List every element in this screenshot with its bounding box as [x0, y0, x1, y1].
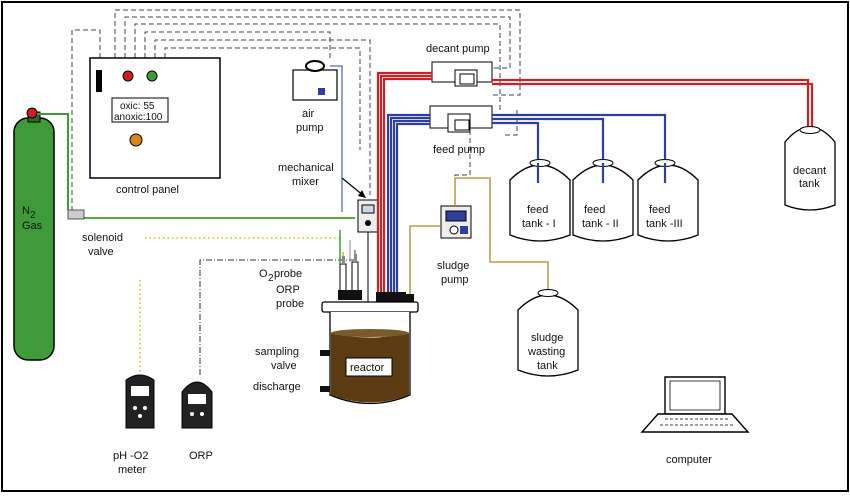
- feed-tank-1-label-2: tank - I: [522, 218, 556, 230]
- orp-probe-label-1: ORP: [276, 284, 300, 296]
- n2-gas-cylinder: N 2 Gas: [13, 107, 55, 361]
- computer-laptop: [640, 376, 750, 433]
- reactor: [320, 301, 419, 405]
- lid-connectors: [376, 292, 414, 302]
- sludge-pump-label-2: pump: [441, 274, 469, 286]
- control-panel: oxic: 55 anoxic:100: [89, 57, 221, 179]
- gas-line: [37, 113, 69, 210]
- sludge-tank-label-3: tank: [537, 360, 558, 372]
- ph-meter-label-2: meter: [118, 464, 146, 476]
- feed-pump: [429, 105, 493, 133]
- solenoid-label-2: valve: [88, 246, 114, 258]
- anoxic-readout: anoxic:100: [114, 112, 163, 123]
- gas-label-sub: 2: [30, 210, 36, 221]
- probes: [338, 230, 362, 300]
- ph-meter-label-1: pH -O2: [113, 450, 148, 462]
- gas-label-n: N: [22, 205, 30, 217]
- sludge-tank-label-2: wasting: [527, 346, 565, 358]
- feed-pump-label: feed pump: [433, 144, 485, 156]
- decant-tank-label-1: decant: [793, 165, 826, 177]
- feed-tank-1: [509, 159, 571, 242]
- ph-o2-meter: [125, 374, 155, 429]
- air-pump: [292, 60, 338, 101]
- sludge-pump-label-1: sludge: [437, 260, 469, 272]
- feed-tank-2: [572, 159, 634, 242]
- sludge-wasting-tank: [517, 289, 579, 377]
- decant-pump: [431, 61, 493, 87]
- oxic-readout: oxic: 55: [120, 101, 155, 112]
- probe-signal-lines: [199, 259, 355, 375]
- air-pump-label-1: air: [302, 108, 315, 120]
- sludge-line: [454, 177, 549, 295]
- mixer-label-1: mechanical: [278, 162, 334, 174]
- discharge-label: discharge: [253, 381, 301, 393]
- feed-tank-3-label-2: tank -III: [646, 218, 683, 230]
- gas-label-word: Gas: [22, 220, 43, 232]
- feed-tank-2-label-1: feed: [584, 204, 605, 216]
- decant-lines: [376, 71, 814, 296]
- sludge-tank-label-1: sludge: [531, 332, 563, 344]
- feed-tank-3-label-1: feed: [649, 204, 670, 216]
- o2-probe-label-sub: 2: [268, 273, 274, 284]
- control-panel-label: control panel: [116, 184, 179, 196]
- feed-tank-3: [637, 159, 699, 242]
- air-line: [330, 65, 343, 212]
- feed-tank-1-label-1: feed: [527, 204, 548, 216]
- dotted-yellow-lines: [139, 237, 340, 375]
- orp-meter: [181, 381, 213, 429]
- decant-tank: [784, 126, 836, 211]
- sampling-label-2: valve: [271, 360, 297, 372]
- solenoid-label-1: solenoid: [82, 232, 123, 244]
- air-pump-label-2: pump: [296, 122, 324, 134]
- sludge-pump: [440, 205, 472, 239]
- orp-probe-label-2: probe: [276, 298, 304, 310]
- orp-meter-label: ORP: [189, 450, 213, 462]
- o2-probe-label-o: O: [259, 268, 268, 280]
- computer-label: computer: [666, 454, 712, 466]
- o2-probe-label-rest: probe: [274, 268, 302, 280]
- decant-tank-label-2: tank: [799, 178, 820, 190]
- sampling-label-1: sampling: [255, 346, 299, 358]
- decant-pump-label: decant pump: [426, 43, 490, 55]
- feed-tank-2-label-2: tank - II: [582, 218, 619, 230]
- mixer-label-2: mixer: [292, 176, 319, 188]
- reactor-label: reactor: [350, 362, 385, 374]
- solenoid-valve: [67, 209, 85, 220]
- control-wires: [71, 9, 521, 213]
